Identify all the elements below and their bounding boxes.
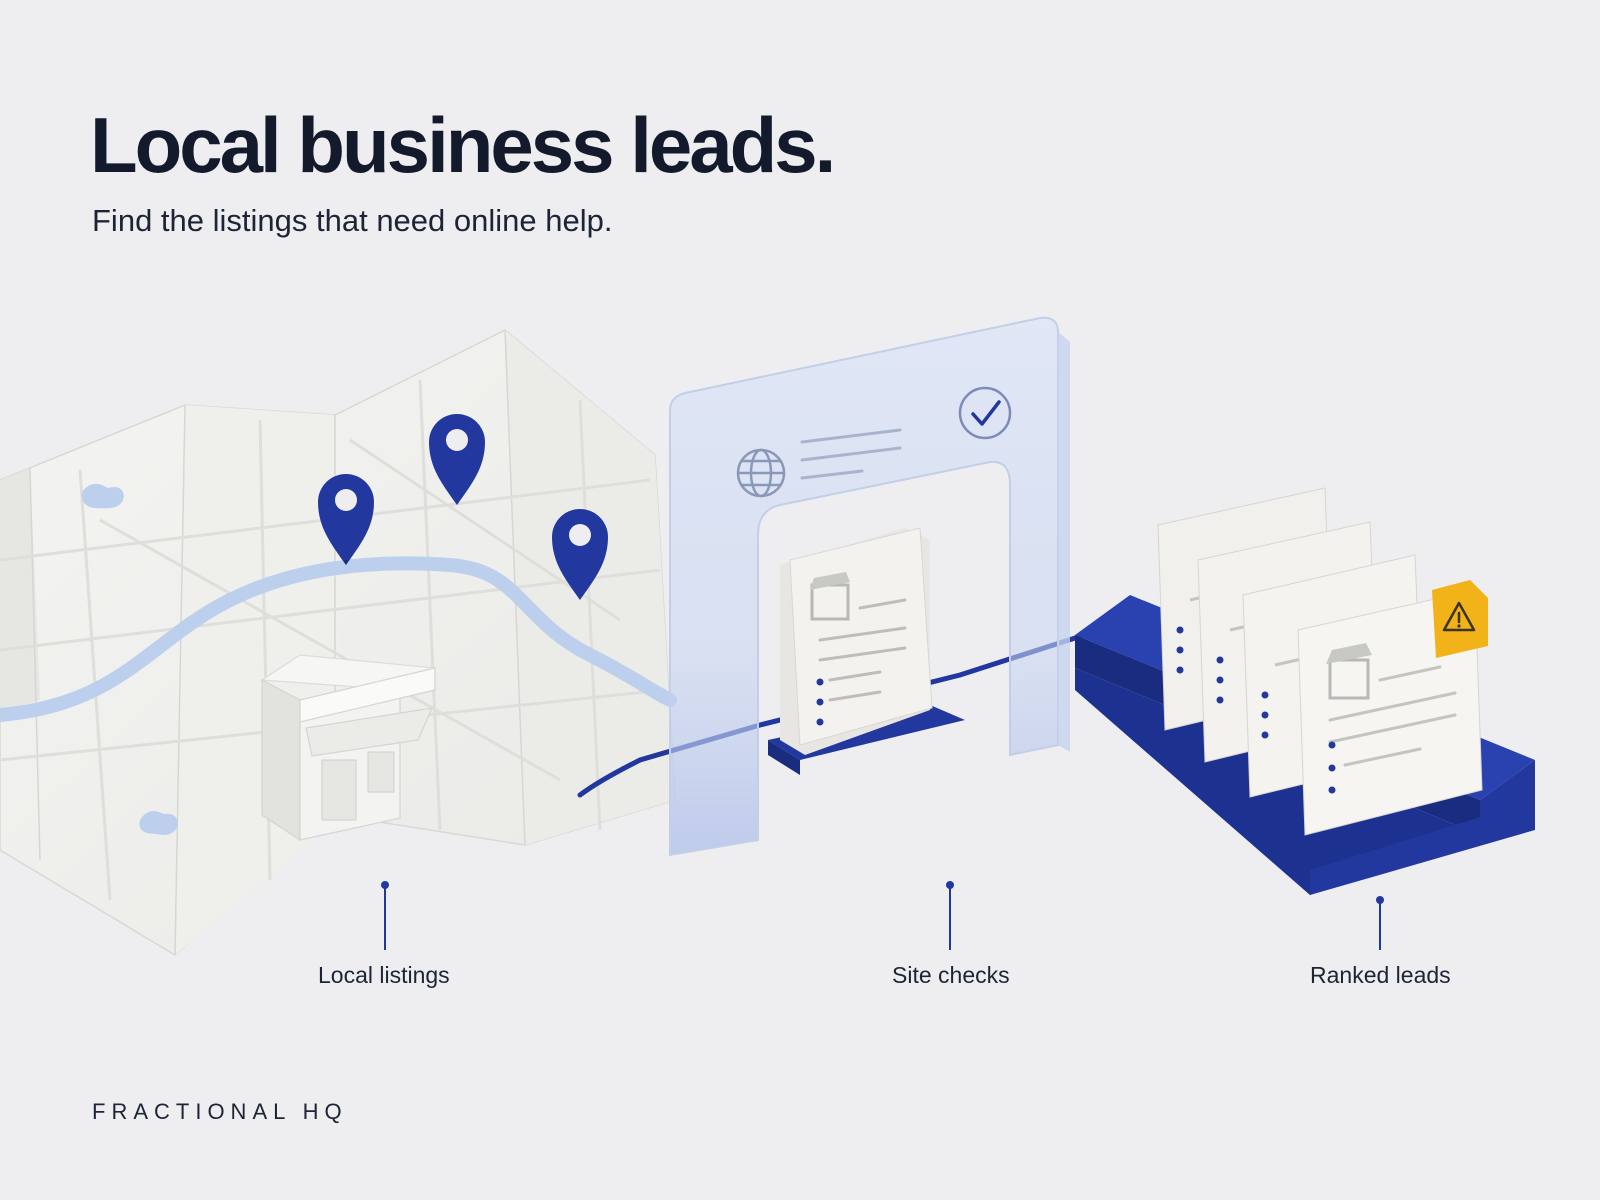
- page-subtitle: Find the listings that need online help.: [92, 203, 613, 238]
- label-leader-site-checks: [946, 881, 954, 950]
- listing-card: [780, 527, 933, 755]
- label-leader-ranked-leads: [1376, 896, 1384, 950]
- stage-label-local-listings: Local listings: [318, 962, 450, 988]
- page-title: Local business leads.: [90, 101, 836, 189]
- storefront-icon: [260, 654, 437, 842]
- label-leader-local-listings: [381, 881, 389, 950]
- warning-icon: [1432, 580, 1488, 658]
- globe-icon: [736, 448, 786, 498]
- map-pin-icon: [552, 509, 608, 600]
- check-circle-icon: [958, 386, 1012, 440]
- map-pin-icon: [318, 474, 374, 565]
- map-pin-icon: [429, 414, 485, 505]
- folded-map: [0, 329, 677, 956]
- brand-wordmark: FRACTIONAL HQ: [92, 1099, 348, 1124]
- site-check-gate: [669, 316, 1070, 857]
- stage-label-site-checks: Site checks: [892, 962, 1010, 988]
- stage-label-ranked-leads: Ranked leads: [1310, 962, 1451, 988]
